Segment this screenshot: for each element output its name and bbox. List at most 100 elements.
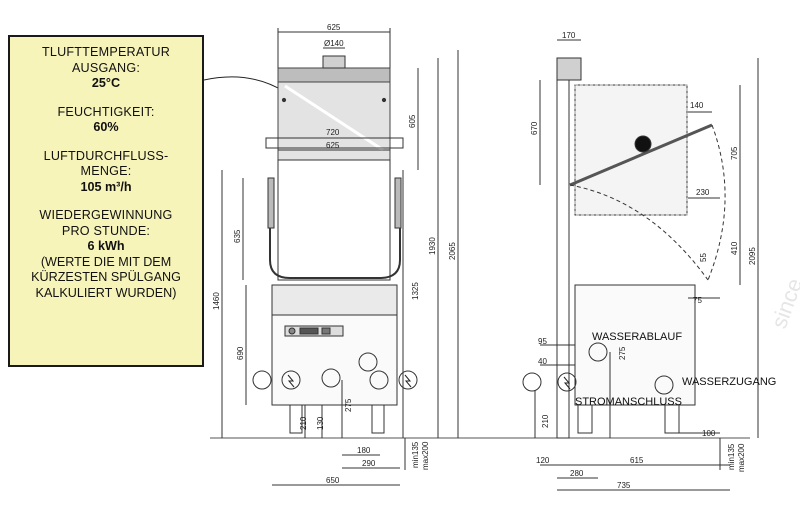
dim-1930: 1930 (428, 237, 437, 255)
recovery-label-line2: PRO STUNDE: (61, 223, 151, 238)
airflow-group: LUFTDURCHFLUSS- MENGE: 105 m³/h (10, 149, 202, 196)
drain-symbol-front-right (369, 370, 389, 390)
watermark-text: since (766, 275, 800, 332)
note-line2: KÜRZESTEN SPÜLGANG (31, 270, 181, 284)
label-wasserzugang: WASSERZUGANG (682, 376, 776, 388)
dim-40: 40 (538, 357, 547, 366)
specs-panel: TLUFTTEMPERATUR AUSGANG: 25°C FEUCHTIGKE… (8, 35, 204, 367)
dim-max200-side: max200 (737, 443, 746, 472)
humidity-group: FEUCHTIGKEIT: 60% (10, 105, 202, 136)
dim-75: 75 (693, 296, 702, 305)
dim-290: 290 (362, 459, 376, 468)
hood-front (277, 67, 391, 161)
temperature-label-line1: TLUFTTEMPERATUR (41, 45, 170, 59)
foot-right (371, 404, 385, 434)
side-exhaust (556, 57, 582, 81)
side-hood-outline (574, 84, 688, 216)
side-hood (574, 84, 688, 216)
dim-1460: 1460 (212, 292, 221, 310)
dim-410: 410 (730, 241, 739, 255)
dim-275-side: 275 (618, 346, 627, 360)
lightning-icon (287, 374, 295, 388)
inlet-symbol-side (654, 375, 674, 395)
display-button (321, 327, 331, 335)
dim-140: Ø140 (324, 39, 344, 48)
dim-95: 95 (538, 337, 547, 346)
exhaust-outlet (322, 55, 346, 69)
label-wasserablauf: WASSERABLAUF (592, 331, 682, 343)
dim-605: 605 (408, 114, 417, 128)
airflow-label-line1: LUFTDURCHFLUSS- (43, 148, 169, 163)
door-handle (269, 178, 401, 279)
temperature-label-line2: AUSGANG: (71, 60, 141, 75)
handle-grip-left (267, 177, 275, 229)
recovery-group: WIEDERGEWINNUNG PRO STUNDE: 6 kWh (WERTE… (10, 208, 202, 301)
dim-170: 170 (562, 31, 576, 40)
hood-reflection (284, 84, 384, 152)
dim-670: 670 (530, 121, 539, 135)
power-symbol-front-right (398, 370, 418, 390)
dim-650: 650 (326, 476, 340, 485)
humidity-label: FEUCHTIGKEIT: (57, 104, 155, 119)
dim-280: 280 (570, 469, 584, 478)
inlet-symbol-front (321, 368, 341, 388)
foot-left (289, 404, 303, 434)
hood-screw-right (381, 97, 387, 103)
dim-625-mid: 625 (326, 141, 340, 150)
side-foot-left (577, 404, 593, 434)
hood-swing-path (569, 184, 709, 281)
dim-720: 720 (326, 128, 340, 137)
lightning-icon (404, 374, 412, 388)
side-dimensions: 170 670 140 705 230 410 2095 55 75 95 40… (530, 31, 757, 490)
dim-180: 180 (357, 446, 371, 455)
dim-2065: 2065 (448, 242, 457, 260)
dim-690: 690 (236, 346, 245, 360)
dim-1325: 1325 (411, 282, 420, 300)
side-column (556, 79, 570, 439)
dim-635: 635 (233, 229, 242, 243)
dim-130: 130 (316, 416, 325, 430)
dim-140-side: 140 (690, 101, 704, 110)
note-line3: KALKULIERT WURDEN) (35, 285, 177, 300)
dim-min135-side: min135 (727, 443, 736, 470)
dim-615: 615 (630, 456, 644, 465)
side-foot-right (664, 404, 680, 434)
dim-625-top: 625 (327, 23, 341, 32)
handle-grip-right (394, 177, 402, 229)
door-panel (277, 159, 391, 281)
dim-210-side: 210 (541, 414, 550, 428)
side-view (522, 39, 759, 491)
humidity-value: 60% (93, 120, 119, 134)
dim-55: 55 (699, 253, 708, 262)
display-screen (299, 327, 319, 335)
airflow-value: 105 m³/h (80, 179, 132, 194)
dim-735: 735 (617, 481, 631, 490)
dim-275: 275 (344, 398, 353, 412)
control-panel (271, 284, 398, 316)
dim-100: 100 (702, 429, 716, 438)
drain-symbol-side (588, 342, 608, 362)
side-cabinet (574, 284, 696, 406)
label-stromanschluss: STROMANSCHLUSS (575, 396, 682, 408)
drain-symbol-front-top (358, 352, 378, 372)
hood-screw-left (281, 97, 287, 103)
temperature-value: 25°C (91, 76, 121, 90)
dim-min135: min135 (411, 441, 420, 468)
recovery-value: 6 kWh (87, 239, 125, 253)
drain-symbol-side-left (522, 372, 542, 392)
dim-230: 230 (696, 188, 710, 197)
dim-210: 210 (299, 416, 308, 430)
dim-705: 705 (730, 146, 739, 160)
power-button-icon (288, 327, 296, 335)
dim-120: 120 (536, 456, 550, 465)
front-dimensions: 625 Ø140 720 625 605 1930 2065 1325 635 … (212, 23, 457, 485)
drain-symbol-front-left (252, 370, 272, 390)
hood-swing-arc (707, 124, 726, 281)
hood-top-band (277, 67, 391, 83)
hood-pivot-icon (634, 135, 652, 153)
leader-line (203, 76, 286, 93)
recovery-label-line1: WIEDERGEWINNUNG (39, 208, 173, 222)
airflow-label-line2: MENGE: (80, 164, 132, 178)
hood-arm (569, 123, 713, 187)
